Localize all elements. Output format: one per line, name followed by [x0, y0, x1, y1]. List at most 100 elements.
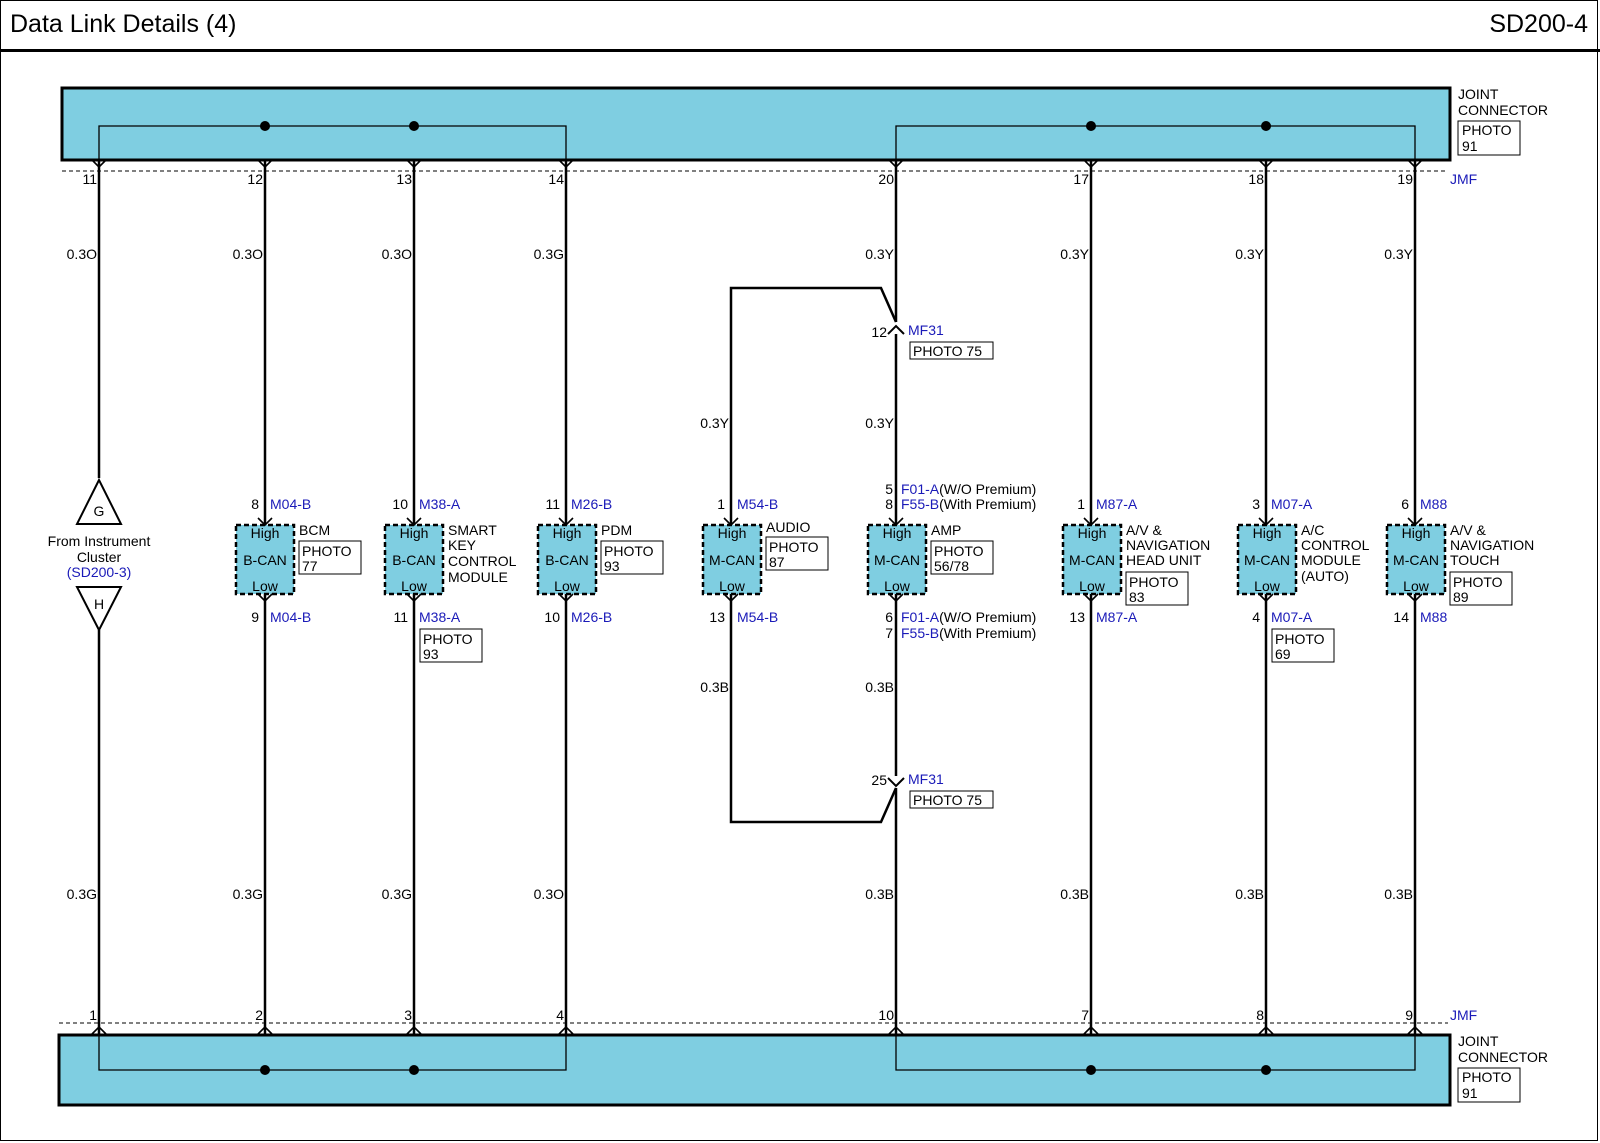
bottom-connector-ref[interactable]: JMF: [1450, 1007, 1477, 1023]
inline-connector-link[interactable]: MF31: [908, 771, 944, 787]
module-name: (AUTO): [1301, 568, 1349, 584]
module-photo-box[interactable]: [600, 540, 664, 575]
bottom-joint-connector[interactable]: [57, 1022, 1452, 1107]
audio-module[interactable]: [701, 523, 763, 596]
hi-connector-link[interactable]: M88: [1420, 496, 1447, 512]
top-connector-ref[interactable]: JMF: [1450, 171, 1477, 187]
hi-connector-link[interactable]: M26-B: [571, 496, 612, 512]
module-hi-pin-chevron: [1258, 517, 1274, 527]
wire-spec: 0.3Y: [1384, 246, 1413, 262]
module-high-label: High: [400, 525, 429, 541]
module-lo-pin-chevron: [1258, 593, 1274, 603]
module-name: MODULE: [1301, 552, 1361, 568]
module-photo-box[interactable]: [298, 540, 362, 575]
bcm-module[interactable]: [234, 523, 296, 596]
off-page-ref-link[interactable]: (SD200-3): [67, 564, 132, 580]
module-photo-box[interactable]: [1271, 628, 1335, 663]
module-name: MODULE: [448, 569, 508, 585]
module-name: A/C: [1301, 522, 1324, 538]
wire-spec: 0.3G: [534, 246, 564, 262]
module-photo-box[interactable]: [930, 540, 994, 575]
inline-connector-link[interactable]: MF31: [908, 322, 944, 338]
hi-connector-link[interactable]: F01-A: [901, 481, 940, 497]
wire-spec: 0.3B: [1060, 886, 1089, 902]
hi-connector-link[interactable]: M07-A: [1271, 496, 1313, 512]
bottom-pin-chevron: [406, 1025, 422, 1035]
module-bus-label: M-CAN: [1069, 552, 1115, 568]
top-photo-label: PHOTO: [1462, 122, 1512, 138]
page-title: Data Link Details (4): [10, 10, 237, 38]
module-photo-label: 93: [423, 646, 439, 662]
lo-pin-label: 7: [885, 625, 893, 641]
top-photo-box[interactable]: [1457, 120, 1521, 156]
module-name: SMART: [448, 522, 497, 538]
module-photo-label: PHOTO: [1275, 631, 1325, 647]
module-photo-label: 69: [1275, 646, 1291, 662]
top-bus-left: [98, 125, 567, 160]
amp-module[interactable]: [866, 523, 928, 596]
hi-connector-link[interactable]: M04-B: [270, 496, 311, 512]
module-photo-box[interactable]: [765, 536, 829, 571]
bottom-pin-label: 3: [404, 1007, 412, 1023]
module-low-label: Low: [884, 578, 911, 594]
module-lo-pin-chevron: [406, 593, 422, 603]
module-high-label: High: [883, 525, 912, 541]
inline-photo-box[interactable]: [909, 790, 994, 809]
ac-control-module[interactable]: [1236, 523, 1298, 596]
bottom-connector-label: JOINT: [1458, 1033, 1499, 1049]
module-hi-pin-chevron: [257, 517, 273, 527]
inline-photo-box[interactable]: [909, 341, 994, 360]
lo-pin-label: 9: [251, 609, 259, 625]
module-low-label: Low: [719, 578, 746, 594]
lo-connector-link[interactable]: M26-B: [571, 609, 612, 625]
top-pin-chevron: [91, 159, 107, 169]
splice-dot: [260, 121, 270, 131]
module-low-label: Low: [401, 578, 428, 594]
top-pin-label: 12: [247, 171, 263, 187]
lo-connector-link[interactable]: M54-B: [737, 609, 778, 625]
lo-connector-link[interactable]: M88: [1420, 609, 1447, 625]
lo-connector-link[interactable]: M07-A: [1271, 609, 1313, 625]
hi-pin-label: 11: [545, 496, 560, 512]
splice-dot: [1086, 121, 1096, 131]
top-joint-connector[interactable]: [60, 86, 1452, 172]
module-photo-label: PHOTO: [934, 543, 984, 559]
module-photo-box[interactable]: [1125, 571, 1189, 606]
module-photo-label: PHOTO: [423, 631, 473, 647]
bottom-pin-label: 9: [1405, 1007, 1413, 1023]
module-photo-box[interactable]: [419, 628, 483, 663]
lo-pin-label: 11: [393, 609, 408, 625]
hi-pin-label: 1: [1077, 496, 1085, 512]
hi-connector-link[interactable]: M54-B: [737, 496, 778, 512]
module-name: BCM: [299, 522, 330, 538]
hi-connector-link[interactable]: F55-B: [901, 496, 939, 512]
inline-connector-top: [887, 324, 905, 335]
bottom-pin-chevron: [91, 1025, 107, 1035]
lo-connector-link[interactable]: M38-A: [419, 609, 461, 625]
lo-connector-link[interactable]: F01-A: [901, 609, 940, 625]
module-photo-label: 83: [1129, 589, 1145, 605]
av-head-unit-module[interactable]: [1061, 523, 1123, 596]
module-name: A/V &: [1126, 522, 1162, 538]
splice-dot: [1261, 1065, 1271, 1075]
top-pin-chevron: [406, 159, 422, 169]
lo-connector-link[interactable]: M04-B: [270, 609, 311, 625]
module-bus-label: B-CAN: [392, 552, 436, 568]
bottom-pin-chevron: [1258, 1025, 1274, 1035]
module-photo-box[interactable]: [1449, 571, 1513, 606]
top-connector-label: CONNECTOR: [1458, 102, 1548, 118]
column-pdm: [536, 160, 598, 1035]
top-pin-label: 19: [1397, 171, 1413, 187]
hi-connector-link[interactable]: M38-A: [419, 496, 461, 512]
bottom-photo-box[interactable]: [1457, 1067, 1521, 1103]
inline-photo-label: PHOTO 75: [913, 792, 982, 808]
lo-connector-link[interactable]: M87-A: [1096, 609, 1138, 625]
smart-key-module[interactable]: [383, 523, 445, 596]
lo-connector-link[interactable]: F55-B: [901, 625, 939, 641]
module-hi-pin-chevron: [1083, 517, 1099, 527]
off-page-g-symbol: [75, 477, 123, 525]
hi-connector-link[interactable]: M87-A: [1096, 496, 1138, 512]
wire-spec: 0.3B: [1235, 886, 1264, 902]
pdm-module[interactable]: [536, 523, 598, 596]
